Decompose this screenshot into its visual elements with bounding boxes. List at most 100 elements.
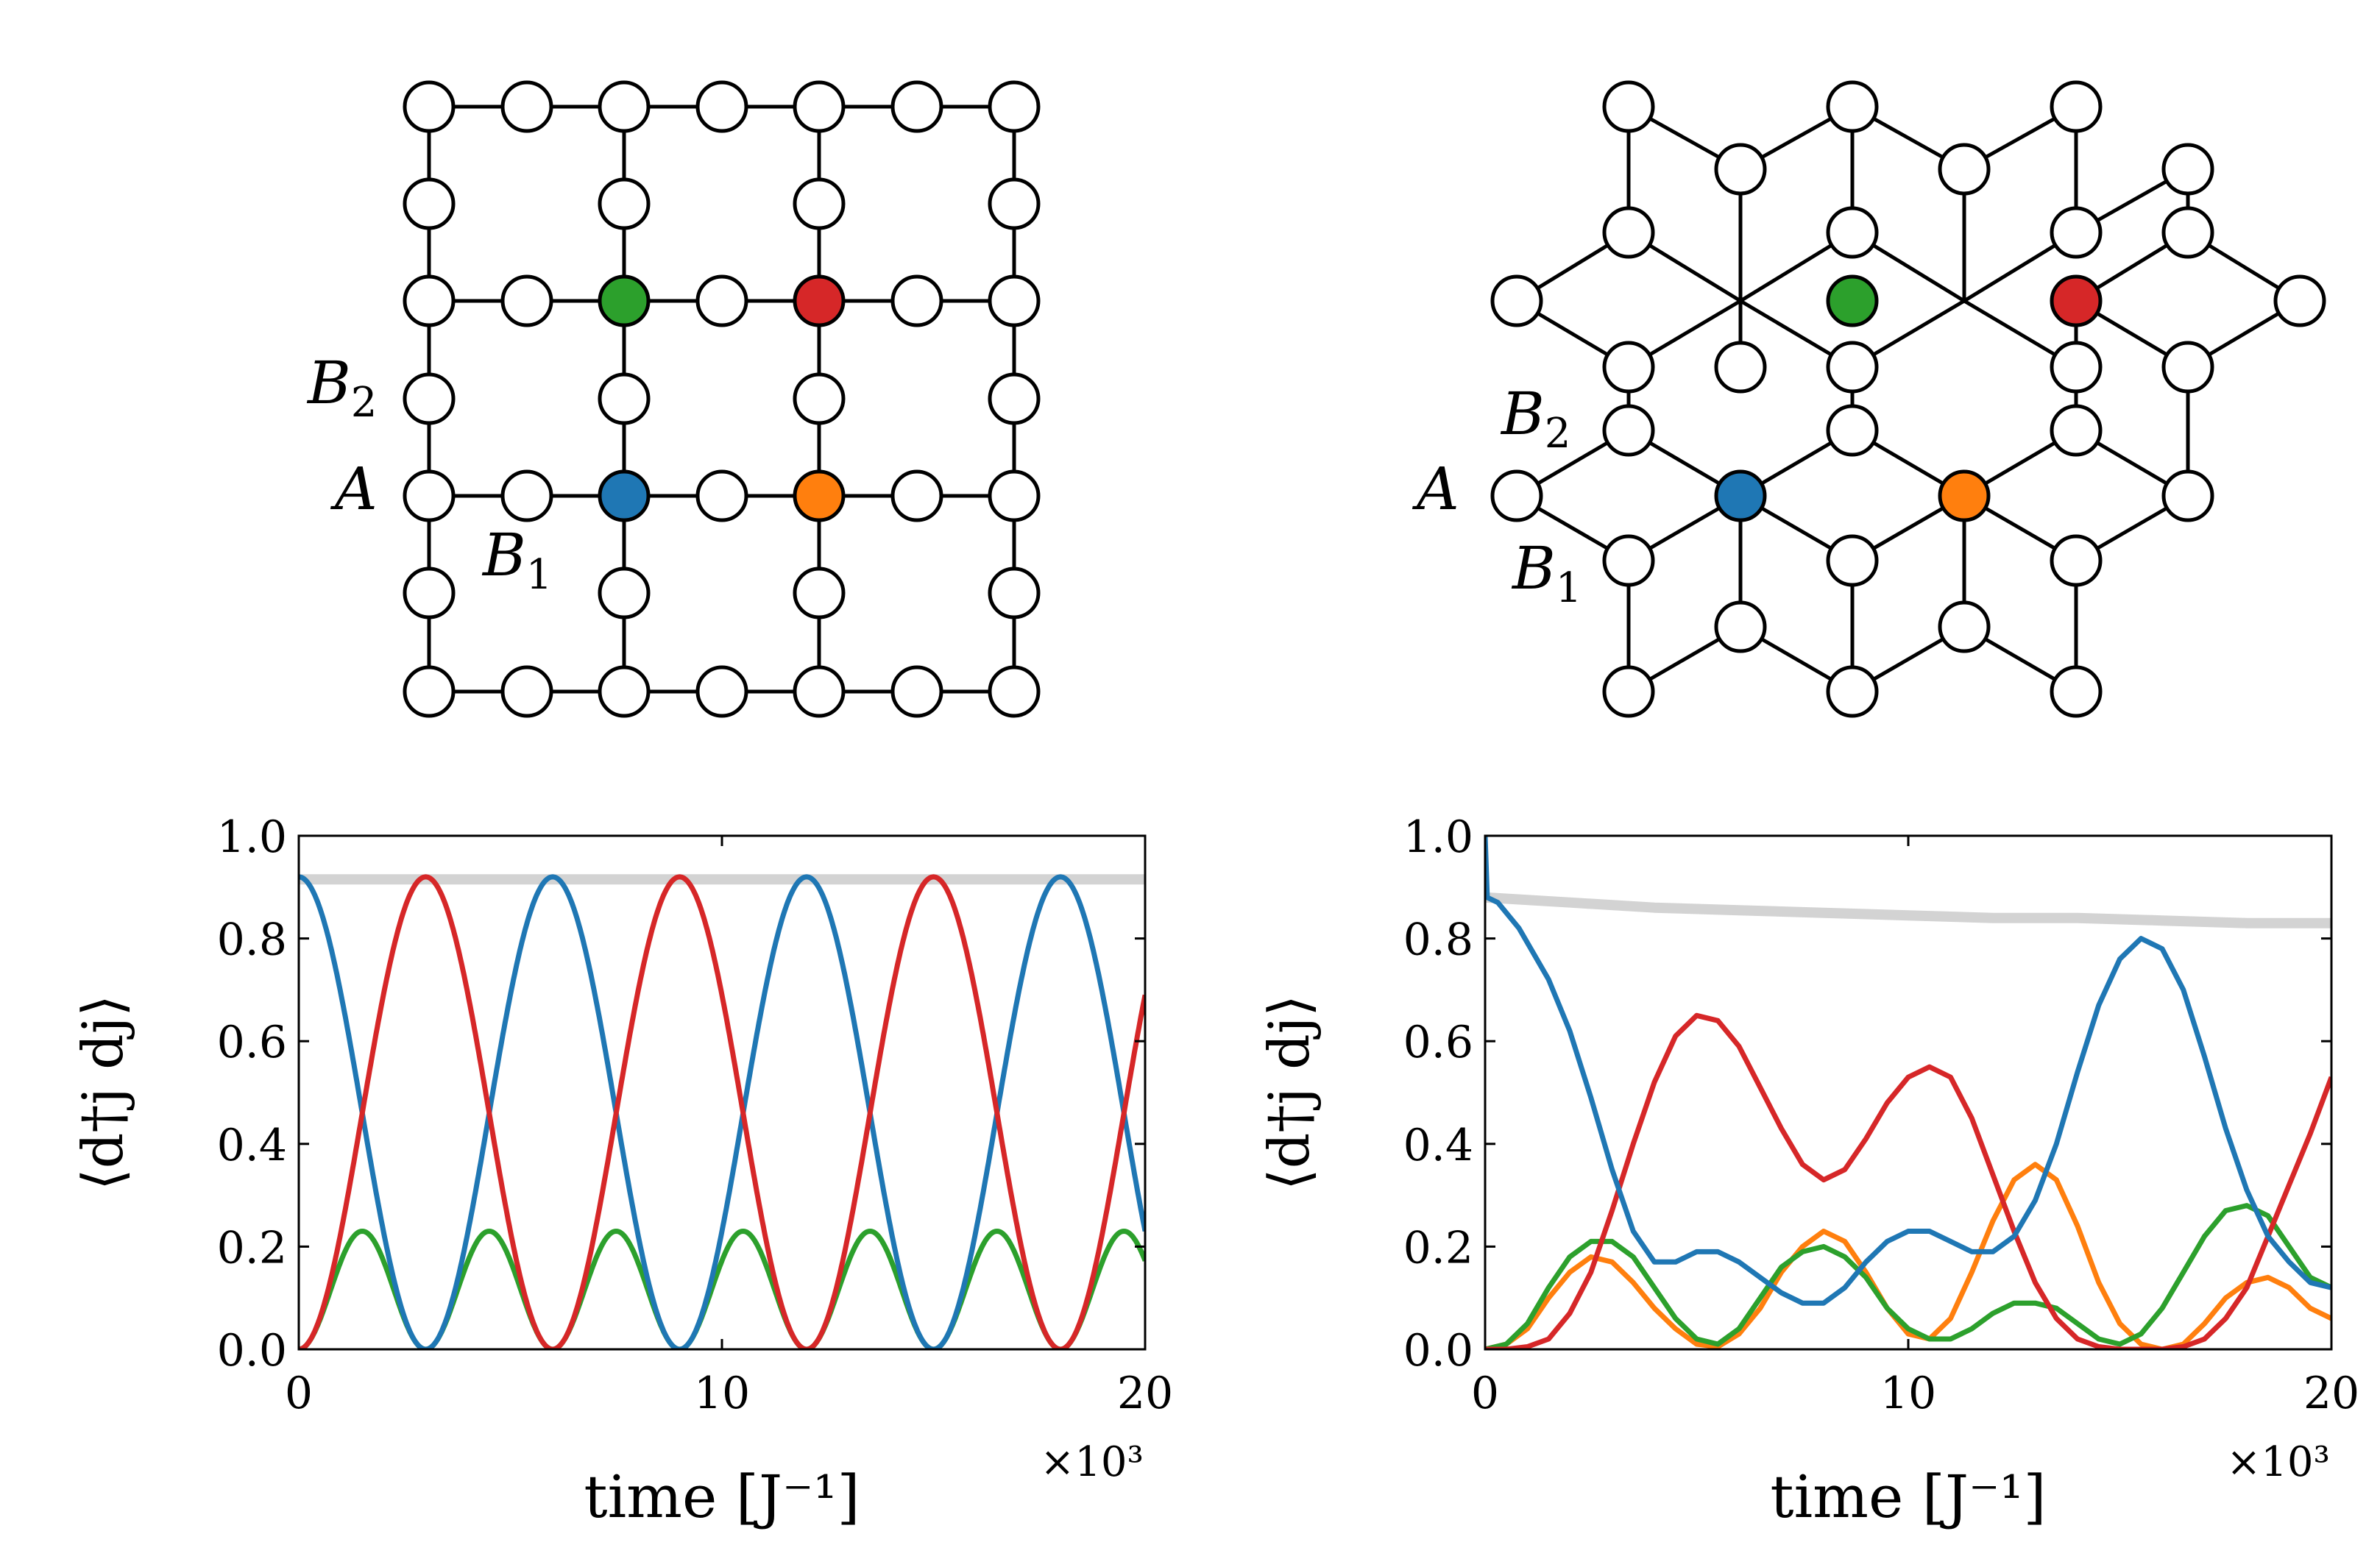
lattice-site <box>1938 143 1991 196</box>
lattice-site <box>695 469 748 522</box>
lattice-site <box>793 274 846 327</box>
lattice-site <box>598 665 651 718</box>
lattice-site <box>1602 665 1655 718</box>
lattice-site <box>793 665 846 718</box>
lattice-site <box>1490 274 1543 327</box>
label-B1-right: B1 <box>1511 534 1582 612</box>
lattice-site <box>1826 534 1879 587</box>
lattice-site <box>1490 469 1543 522</box>
lattice-site-orange <box>1938 469 1991 522</box>
y-tick-label: 0.0 <box>1403 1325 1473 1377</box>
square-lattice-diagram <box>403 80 1041 718</box>
series-line-3 <box>299 874 1145 1349</box>
lattice-site <box>2050 404 2103 457</box>
label-B2-right: B2 <box>1500 380 1570 458</box>
lattice-site <box>988 80 1041 133</box>
y-tick-label: 0.2 <box>217 1222 287 1274</box>
label-A-right: A <box>1412 455 1459 523</box>
y-tick-label: 0.0 <box>217 1325 287 1377</box>
series-line-3 <box>1485 1012 2331 1349</box>
lattice-site <box>2161 341 2214 394</box>
series-line-4 <box>1485 836 2331 1306</box>
lattice-site <box>890 665 943 718</box>
lattice-site <box>1602 404 1655 457</box>
lattice-site <box>2161 206 2214 259</box>
plot-area <box>299 874 1145 1349</box>
x-tick-label: 10 <box>1880 1368 1936 1419</box>
lattice-site <box>793 177 846 230</box>
lattice-site <box>793 372 846 425</box>
y-axis-label: ⟨d†j dj⟩ <box>70 995 135 1190</box>
lattice-site <box>695 665 748 718</box>
lattice-site <box>598 177 651 230</box>
lattice-site <box>598 469 651 522</box>
lattice-site <box>1938 600 1991 653</box>
kagome-lattice-diagram <box>1490 80 2326 718</box>
x-tick-label: 20 <box>2303 1368 2359 1419</box>
lattice-site <box>2161 143 2214 196</box>
lattice-site <box>500 274 553 327</box>
lattice-site <box>598 372 651 425</box>
lattice-site <box>2161 469 2214 522</box>
x-multiplier: ×10³ <box>2226 1438 2330 1486</box>
lattice-site <box>695 274 748 327</box>
lattice-site <box>403 274 456 327</box>
lattice-site <box>890 80 943 133</box>
lattice-site <box>1826 404 1879 457</box>
lattice-site <box>988 177 1041 230</box>
lattice-site <box>403 177 456 230</box>
x-multiplier: ×10³ <box>1040 1438 1144 1486</box>
lattice-site <box>1602 80 1655 133</box>
lattice-site <box>1826 206 1879 259</box>
lattice-site <box>2050 341 2103 394</box>
lattice-site <box>1602 206 1655 259</box>
lattice-site <box>403 469 456 522</box>
lattice-site <box>403 372 456 425</box>
x-axis-label: time [J⁻¹] <box>1770 1463 2046 1531</box>
lattice-site <box>793 80 846 133</box>
lattice-site <box>793 469 846 522</box>
y-tick-label: 0.4 <box>1403 1120 1473 1171</box>
y-tick-label: 0.8 <box>1403 914 1473 966</box>
plot-area <box>1485 836 2331 1349</box>
lattice-site <box>695 80 748 133</box>
x-tick-label: 0 <box>285 1368 313 1419</box>
lattice-site <box>1714 600 1767 653</box>
lattice-site <box>500 80 553 133</box>
lattice-site-red <box>2050 274 2103 327</box>
lattice-site <box>2273 274 2326 327</box>
y-tick-label: 1.0 <box>217 811 287 863</box>
lattice-site <box>2050 206 2103 259</box>
y-axis-label: ⟨d†j dj⟩ <box>1256 995 1322 1190</box>
lattice-site <box>1826 665 1879 718</box>
x-tick-label: 20 <box>1117 1368 1173 1419</box>
lattice-site <box>1714 341 1767 394</box>
y-tick-label: 1.0 <box>1403 811 1473 863</box>
lattice-site <box>1602 534 1655 587</box>
series-line-0 <box>1485 892 2331 928</box>
lattice-site-green <box>1826 274 1879 327</box>
y-tick-label: 0.6 <box>217 1017 287 1068</box>
lattice-site-blue <box>1714 469 1767 522</box>
lattice-site <box>890 469 943 522</box>
y-tick-label: 0.4 <box>217 1120 287 1171</box>
series-line-1 <box>1485 1162 2331 1349</box>
lattice-site <box>988 274 1041 327</box>
lattice-site <box>1602 341 1655 394</box>
x-axis-label: time [J⁻¹] <box>584 1463 860 1531</box>
lattice-site <box>988 469 1041 522</box>
y-tick-label: 0.6 <box>1403 1017 1473 1068</box>
lattice-site <box>1826 80 1879 133</box>
lattice-site <box>403 665 456 718</box>
y-tick-label: 0.2 <box>1403 1222 1473 1274</box>
lattice-site <box>988 372 1041 425</box>
lattice-site <box>2050 80 2103 133</box>
lattice-site <box>2050 534 2103 587</box>
lattice-site <box>598 274 651 327</box>
y-tick-label: 0.8 <box>217 914 287 966</box>
label-B1-left: B1 <box>481 521 552 599</box>
lattice-site <box>500 469 553 522</box>
